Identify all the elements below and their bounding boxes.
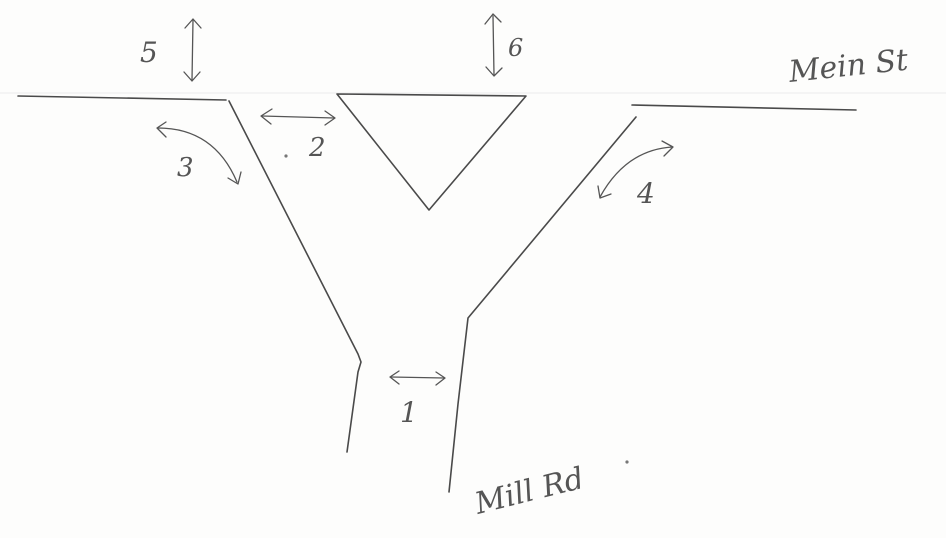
movement-2-arrow <box>260 108 336 126</box>
movement-6-arrow <box>484 13 503 77</box>
main-street-label: Mein St <box>786 43 910 91</box>
movement-5-label: 5 <box>140 36 158 69</box>
movement-2-label: 2 <box>308 133 326 163</box>
main-st-curb-west <box>17 95 227 101</box>
movement-5-arrow <box>183 18 202 82</box>
mill-road-label: Mill Rd <box>470 461 587 522</box>
movement-6-label: 6 <box>508 34 523 62</box>
movement-3-arrow <box>156 121 242 185</box>
main-st-curb-east <box>631 104 857 111</box>
road-edges <box>17 93 857 493</box>
movement-1-label: 1 <box>400 396 418 429</box>
west-leg-edge <box>228 100 362 453</box>
mill-road-dot <box>625 460 629 464</box>
movement-4-arrow <box>597 140 674 199</box>
movement-1-arrow <box>389 370 446 386</box>
triangle-island <box>336 93 527 211</box>
stray-dot <box>284 154 288 158</box>
movement-4-label: 4 <box>636 177 655 210</box>
movement-3-label: 3 <box>177 153 194 183</box>
east-leg-edge <box>448 116 637 493</box>
